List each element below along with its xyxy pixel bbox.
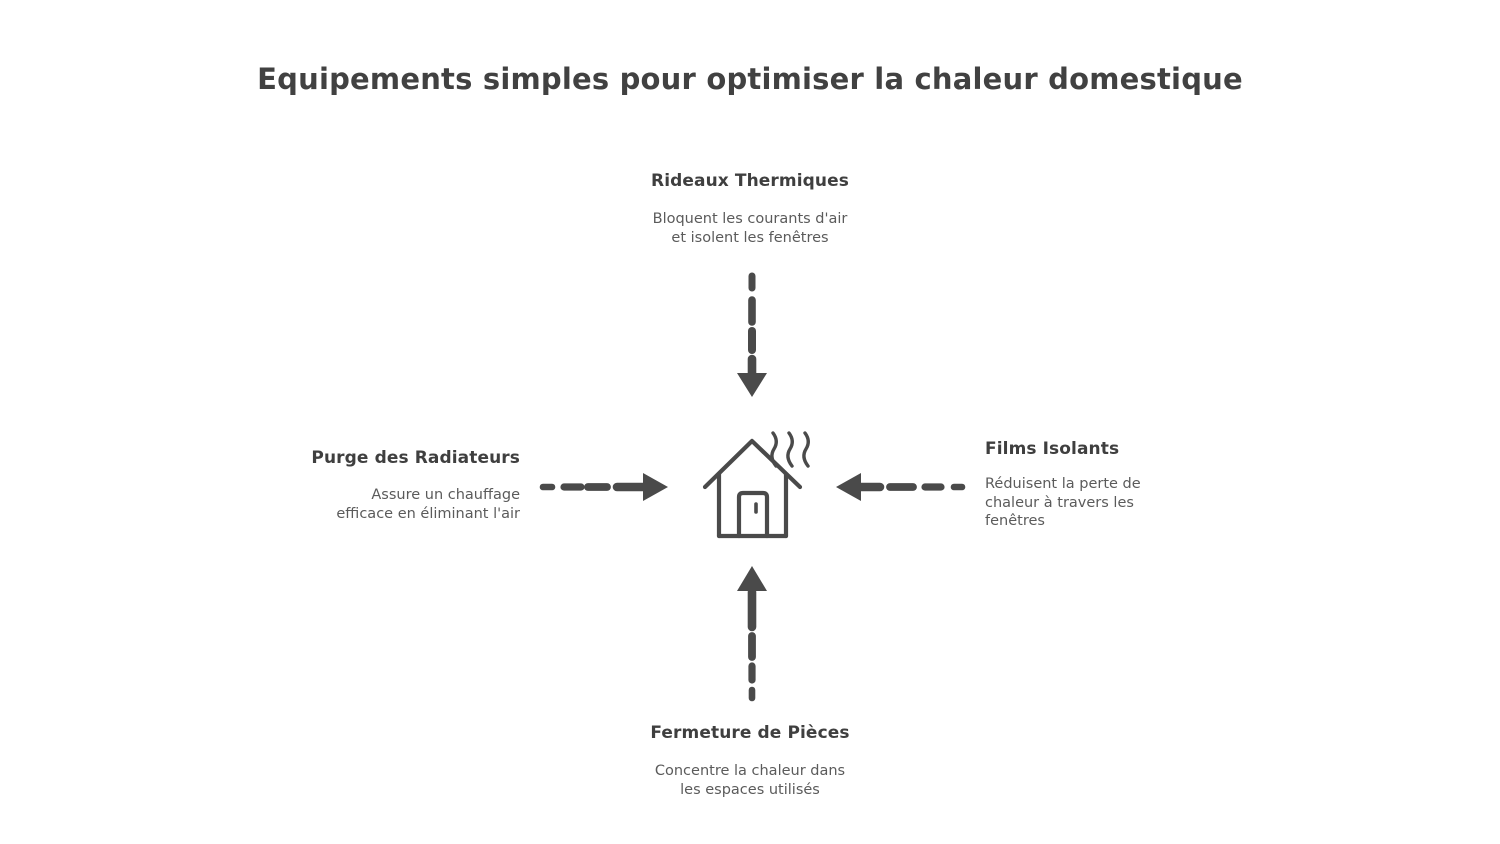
node-purge-des-radiateurs[interactable]: Purge des Radiateurs Assure un chauffage… xyxy=(120,448,520,523)
node-title: Fermeture de Pièces xyxy=(650,723,850,743)
node-fermeture-de-pieces[interactable]: Fermeture de Pièces Concentre la chaleur… xyxy=(550,723,950,799)
arrow-up-to-house xyxy=(737,566,767,702)
house-icon xyxy=(702,438,803,539)
node-title: Purge des Radiateurs xyxy=(311,448,520,468)
heat-waves-icon xyxy=(770,431,810,468)
node-title: Films Isolants xyxy=(985,439,1120,459)
page-title: Equipements simples pour optimiser la ch… xyxy=(257,62,1243,96)
arrow-right-to-house xyxy=(539,473,668,501)
node-title: Rideaux Thermiques xyxy=(651,171,849,191)
arrow-left-to-house xyxy=(836,473,966,501)
arrow-down-to-house xyxy=(737,272,767,397)
node-rideaux-thermiques[interactable]: Rideaux Thermiques Bloquent les courants… xyxy=(550,171,950,247)
